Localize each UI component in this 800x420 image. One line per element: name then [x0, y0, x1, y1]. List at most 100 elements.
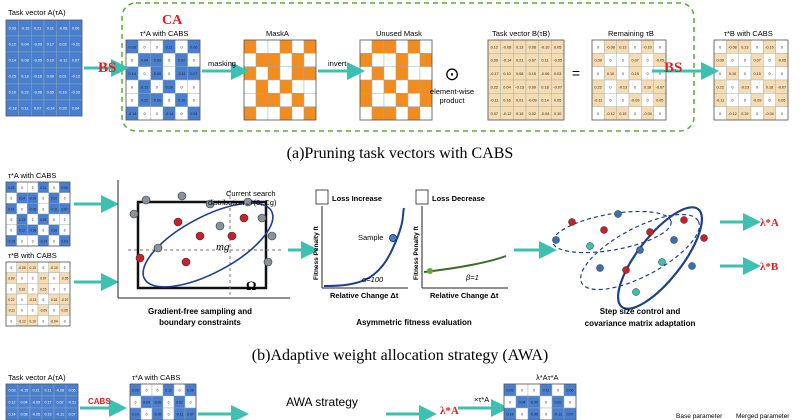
grid-cell-value: -0.12: [503, 112, 512, 116]
grid-cell-value: 0: [179, 389, 181, 393]
grid-cell-value: 0.06: [62, 186, 68, 190]
elementwise-dot-symbol: ⊙: [444, 64, 459, 84]
grid-cell-value: 0.04: [190, 112, 197, 116]
grid-cell: [255, 53, 269, 67]
grid-cell-value: 0.18: [51, 298, 57, 302]
grid-cell-value: 0.08: [20, 413, 27, 417]
grid-cell-value: 0: [180, 112, 182, 116]
grid-cell-value: 0: [146, 389, 148, 393]
cov-sample-dot: [670, 236, 678, 244]
omega-boundary: [136, 200, 268, 290]
grid-cell-value: -0.11: [8, 309, 15, 313]
grid-cell: [303, 53, 317, 67]
grid-cell-value: 0: [521, 389, 523, 393]
grid-cell-value: 0: [32, 277, 34, 281]
grid-cell-value: 0: [168, 72, 170, 76]
grid-frame: [591, 39, 667, 121]
mg-label: mg: [216, 241, 230, 253]
grid-cell: [359, 106, 373, 121]
grid-cell-value: 0.04: [518, 401, 525, 405]
grid-cell-value: 0: [143, 45, 145, 49]
grid-cell: [267, 66, 281, 81]
inc-x-label: Relative Change Δt: [330, 291, 399, 300]
loss-decrease-icon: [415, 189, 429, 205]
rejected-sample-dot: [177, 191, 187, 201]
grid-cell-value: 0: [53, 218, 55, 222]
grid-cell-value: -0.11: [716, 99, 724, 103]
grid-cell-value: 0: [10, 218, 12, 222]
grid-cell-value: 0.11: [47, 27, 54, 31]
gf-caption-2: boundary constraints: [159, 318, 241, 327]
grid-cell-value: 0.19: [741, 112, 748, 116]
caption-b: (b)Adaptive weight allocation strategy (…: [252, 347, 548, 364]
equals-sign: =: [572, 65, 580, 81]
grid-cell-value: 0.06: [529, 45, 536, 49]
grid-cell-value: -0.11: [50, 207, 57, 211]
grid-cell-value: 0.02: [529, 112, 536, 116]
grid-cell-value: 0: [64, 266, 66, 270]
feasible-sample-dot: [195, 231, 205, 241]
grid-cell-value: 0: [168, 59, 170, 63]
grid-cell-value: 0.03: [129, 45, 136, 49]
grid-cell-value: 0: [64, 229, 66, 233]
grid-cell-value: 0.09: [40, 218, 46, 222]
grid-cell: [395, 79, 409, 94]
grid-cell: [267, 53, 281, 67]
grid-cell: [243, 39, 257, 54]
product-label: product: [439, 96, 465, 105]
grid-cell-value: 0.02: [51, 197, 57, 201]
grid-cell-value: 0.04: [141, 59, 148, 63]
grid-cell-value: 0: [10, 319, 12, 323]
grid-cell-value: -0.18: [8, 239, 16, 243]
grid-cell-value: 0: [64, 319, 66, 323]
grid-cell-value: 0.15: [632, 72, 639, 76]
grid-cell-value: 0.22: [19, 229, 25, 233]
grid-cell-value: 0: [659, 112, 661, 116]
grid-cell-value: 0: [744, 99, 746, 103]
search-samples: [129, 191, 277, 267]
grid-cell: [255, 66, 269, 81]
bs-left-label: BS: [98, 60, 116, 76]
grid-cell-value: 0: [146, 413, 148, 417]
grid-cell-value: 0.22: [8, 298, 14, 302]
grid-cell-value: 0: [32, 309, 34, 313]
grid-cell-value: -0.08: [59, 27, 68, 31]
grid-frame: [487, 39, 565, 121]
grid-cell-value: -0.16: [33, 75, 42, 79]
cov-sample-dot: [680, 216, 688, 224]
grid-frame: [129, 383, 197, 420]
grid-cell-value: -0.09: [32, 401, 40, 405]
grid-cell-value: -0.03: [71, 91, 80, 95]
grid-cell-value: 0.05: [554, 45, 561, 49]
grid-cell-value: 0.01: [59, 75, 66, 79]
feasible-sample-dot: [181, 257, 191, 267]
grid-cell: [371, 79, 385, 94]
grid-cell-value: 0: [719, 112, 721, 116]
grid-cell-value: 0: [744, 59, 746, 63]
grid-cell-value: 0.09: [717, 59, 724, 63]
grid-cell-value: -0.11: [177, 72, 185, 76]
grid-cell: [243, 106, 257, 121]
grid-cell-value: 0.03: [554, 72, 561, 76]
grid-cell-value: -0.14: [503, 59, 513, 63]
grid-cell: [303, 66, 317, 81]
grid-cell-value: 0: [622, 72, 624, 76]
grid-cell-value: 0.10: [19, 287, 25, 291]
grid-cell-value: 0.06: [72, 27, 79, 31]
grid-cell-value: 0.14: [129, 72, 136, 76]
grid-cell-value: 0.02: [176, 401, 183, 405]
inc-y-label: Fitness Penalty ft: [313, 225, 320, 280]
grid-cell-value: 0: [156, 112, 158, 116]
grid-cell-value: 0: [634, 112, 636, 116]
grid-cell-value: -0.09: [40, 309, 48, 313]
tau-a-cabs-title: τ*A with CABS: [140, 29, 188, 38]
cov-sample-dot: [600, 226, 608, 234]
grid-cell-value: -0.09: [33, 43, 42, 47]
cov-sample-dot: [622, 266, 630, 274]
dec-y-label: Fitness Penalty ft: [413, 225, 420, 280]
grid-cell-value: 0: [168, 99, 170, 103]
grid-cell-value: 0: [597, 112, 599, 116]
